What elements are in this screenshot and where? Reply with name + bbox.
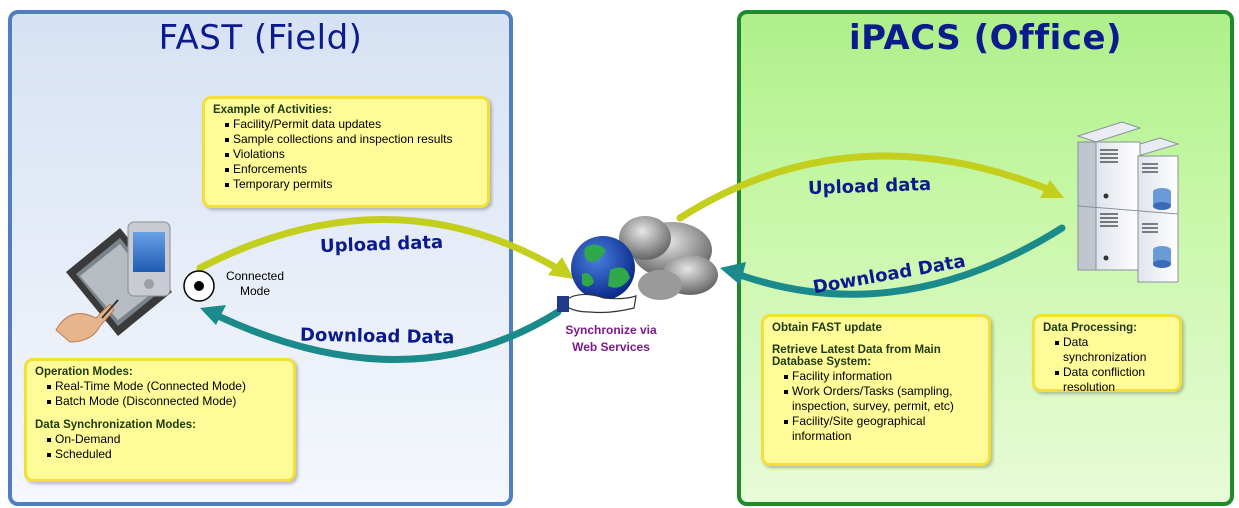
upload-data-label-right: Upload data	[807, 173, 932, 200]
operation-modes-heading: Operation Modes:	[35, 366, 133, 378]
list-item: Sample collections and inspection result…	[225, 132, 479, 147]
list-item: Scheduled	[47, 447, 285, 462]
fast-update-heading: Obtain FAST update	[772, 322, 882, 334]
download-data-label-left: Download Data	[299, 324, 455, 349]
retrieve-data-heading: Retrieve Latest Data from Main Database …	[772, 344, 941, 368]
list-item: Enforcements	[225, 162, 479, 177]
synchronize-label: Synchronize via Web Services	[565, 323, 657, 354]
retrieve-data-list: Facility information Work Orders/Tasks (…	[772, 369, 980, 444]
download-arrow-right	[720, 224, 1066, 298]
data-processing-heading: Data Processing:	[1043, 322, 1137, 334]
connected-mode-label: Connected Mode	[225, 269, 285, 298]
list-item: On-Demand	[47, 432, 285, 447]
ipacs-office-title: iPACS (Office)	[848, 18, 1123, 58]
list-item: Data confliction resolution	[1055, 365, 1171, 395]
activities-heading: Example of Activities:	[213, 104, 333, 116]
list-item: Real-Time Mode (Connected Mode)	[47, 379, 285, 394]
operation-modes-note: Operation Modes: Real-Time Mode (Connect…	[24, 358, 296, 482]
fast-update-note: Obtain FAST update Retrieve Latest Data …	[761, 314, 991, 466]
list-item: Work Orders/Tasks (sampling, inspection,…	[784, 384, 980, 414]
server-stack-icon	[1076, 121, 1180, 283]
connected-mode-indicator-icon	[183, 270, 215, 302]
list-item: Facility/Site geographical information	[784, 414, 980, 444]
globe-cloud-web-services-icon	[557, 216, 718, 314]
upload-arrow-right	[676, 152, 1064, 222]
list-item: Batch Mode (Disconnected Mode)	[47, 394, 285, 409]
activities-list: Facility/Permit data updates Sample coll…	[213, 117, 479, 192]
fast-field-title: FAST (Field)	[158, 18, 363, 58]
data-processing-note: Data Processing: Data synchronization Da…	[1032, 314, 1182, 395]
sync-modes-list: On-Demand Scheduled	[35, 432, 285, 462]
upload-arrow-left	[196, 216, 574, 279]
activities-note: Example of Activities: Facility/Permit d…	[202, 96, 490, 208]
list-item: Facility information	[784, 369, 980, 384]
upload-data-label-left: Upload data	[319, 231, 444, 258]
list-item: Violations	[225, 147, 479, 162]
operation-modes-list: Real-Time Mode (Connected Mode) Batch Mo…	[35, 379, 285, 409]
list-item: Data synchronization	[1055, 335, 1171, 365]
tablet-pda-icon	[55, 221, 172, 343]
list-item: Facility/Permit data updates	[225, 117, 479, 132]
sync-modes-heading: Data Synchronization Modes:	[35, 419, 197, 431]
data-processing-list: Data synchronization Data confliction re…	[1043, 335, 1171, 395]
download-arrow-left	[200, 305, 562, 363]
list-item: Temporary permits	[225, 177, 479, 192]
